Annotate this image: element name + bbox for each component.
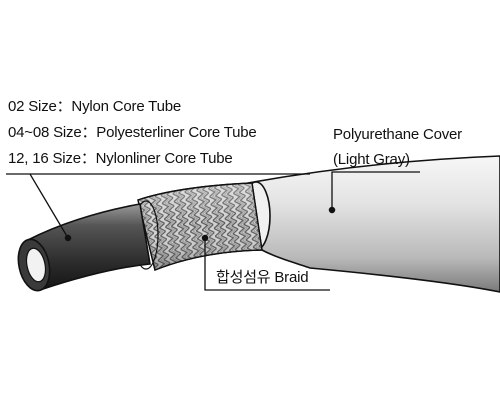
cover-color-label: (Light Gray) <box>333 151 410 168</box>
braid-layer <box>133 182 263 271</box>
leader-braid <box>201 234 330 291</box>
core-tube-label-2: 04~08 Size：Polyesterliner Core Tube <box>8 124 257 141</box>
core-tube <box>27 203 151 292</box>
cover-label: Polyurethane Cover <box>333 126 462 143</box>
braid-label: 합성섬유 Braid <box>216 269 309 286</box>
core-tube-label-3: 12, 16 Size：Nylonliner Core Tube <box>8 150 233 167</box>
leader-cover <box>328 171 420 214</box>
core-tube-label-1: 02 Size：Nylon Core Tube <box>8 98 181 115</box>
cover-body <box>247 155 500 293</box>
